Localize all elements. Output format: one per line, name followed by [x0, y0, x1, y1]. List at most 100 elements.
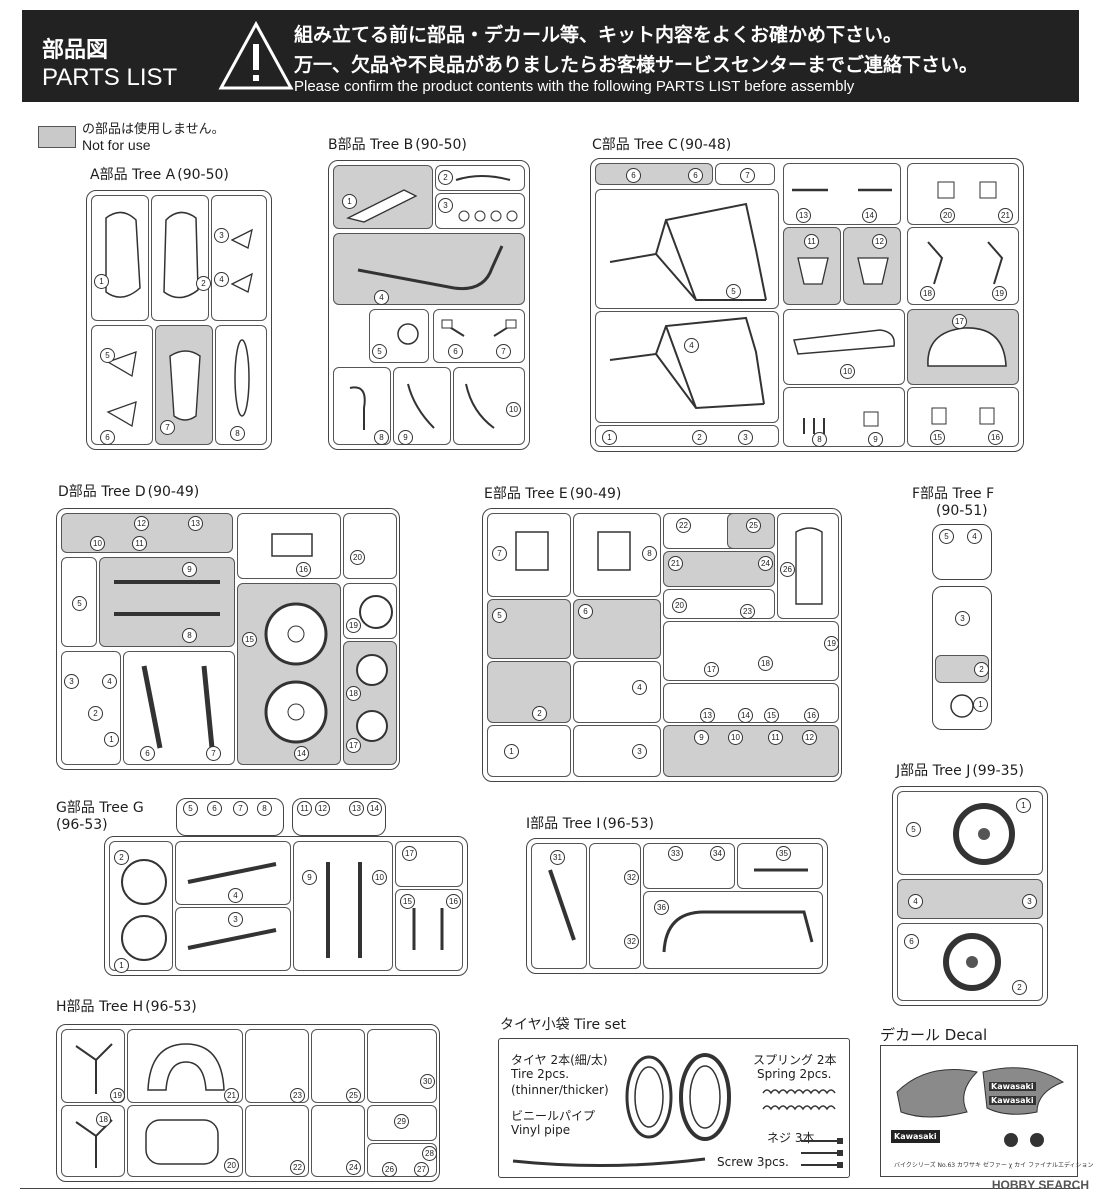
tree-h-cell: 22	[245, 1105, 309, 1177]
small-parts	[803, 411, 879, 434]
tree-d-cell: 16	[237, 513, 341, 579]
part-number: 3	[214, 228, 229, 243]
tire-label-en-2: (thinner/thicker)	[511, 1083, 609, 1097]
tree-d-cell-not-used: 10 11 12 13	[61, 513, 233, 553]
tree-b-cell: 5	[369, 309, 429, 363]
part-number: 6	[688, 168, 703, 183]
tree-e-cell-not-used: 25	[727, 513, 775, 549]
tree-h-cell: 25	[311, 1029, 365, 1103]
part-number: 2	[692, 430, 707, 445]
pipe-part	[407, 383, 435, 429]
part-number: 21	[668, 556, 683, 571]
tree-d-frame: 10 11 12 13 9 8 5 3 4 2 1 6 7 16 20 15 1…	[56, 508, 400, 770]
shock-part	[412, 908, 444, 950]
part-number: 1	[602, 430, 617, 445]
part-number: 2	[532, 706, 547, 721]
tree-j-cell: 6 2	[897, 923, 1043, 1001]
tree-a-cell-not-used: 7	[155, 325, 213, 445]
tree-h-cell: 24	[311, 1105, 365, 1177]
tree-e-cell-not-used: 2	[487, 661, 571, 723]
part-number: 14	[367, 801, 382, 816]
tree-g-cell: 4	[175, 841, 291, 905]
tree-f-frame: 5 4	[932, 524, 992, 580]
tree-e-cell: 8	[573, 513, 661, 597]
fender-part	[169, 350, 201, 421]
part-number: 29	[394, 1114, 409, 1129]
part-number: 5	[492, 608, 507, 623]
part-number: 7	[496, 344, 511, 359]
part-number: 16	[804, 708, 819, 723]
part-number: 11	[297, 801, 312, 816]
tree-f-cell-not-used: 2	[935, 655, 989, 683]
seat-part	[927, 327, 1007, 367]
tree-c-cell: 18 19	[907, 227, 1019, 305]
swing-arm-part	[187, 862, 277, 884]
bracket-part	[75, 1043, 113, 1094]
tree-g-cell: 17	[395, 841, 463, 887]
part-number: 4	[967, 529, 982, 544]
tree-a-cell: 2	[151, 195, 211, 321]
part-number: 1	[114, 958, 129, 973]
ring-part	[397, 323, 419, 345]
tree-e-cell: 26	[777, 513, 839, 619]
part-number: 23	[740, 604, 755, 619]
tree-d-cell-not-used: 15 14	[237, 583, 341, 765]
tree-b-cell: 2	[435, 165, 525, 191]
tree-e-cell-not-used: 5	[487, 599, 571, 659]
part-number: 12	[315, 801, 330, 816]
tree-i-cell: 36	[643, 891, 823, 969]
tree-b-cell-not-used: 1	[333, 165, 433, 229]
part-number: 33	[668, 846, 683, 861]
tree-e-cell: 7	[487, 513, 571, 597]
part-number: 17	[704, 662, 719, 677]
part-number: 2	[974, 662, 989, 677]
chain-cover-part	[793, 329, 895, 355]
tree-e-cell: 13 14 15 16	[663, 683, 839, 723]
part-number: 18	[346, 686, 361, 701]
tree-h-frame: 19 21 18 20 23 22 25 24 30 29 26 27 28	[56, 1024, 440, 1182]
vinyl-label-en: Vinyl pipe	[511, 1123, 571, 1137]
swing-arm-part	[187, 928, 277, 950]
part-number: 1	[342, 194, 357, 209]
part-number: 14	[862, 208, 877, 223]
part-number: 31	[550, 850, 565, 865]
part-number: 1	[504, 744, 519, 759]
lever-part	[792, 188, 892, 192]
part-number: 3	[1022, 894, 1037, 909]
tree-e-cell: 1	[487, 725, 571, 777]
part-number: 5	[183, 801, 198, 816]
tree-f-title: F部品 Tree F(90-51)	[912, 486, 995, 519]
radiator-part	[271, 533, 313, 557]
bracket-part	[797, 257, 829, 285]
spring-label-en: Spring 2pcs.	[757, 1067, 832, 1081]
frame-part	[609, 202, 767, 301]
part-number: 3	[438, 198, 453, 213]
part-number: 7	[740, 168, 755, 183]
part-number: 3	[228, 912, 243, 927]
part-number: 1	[1016, 798, 1031, 813]
tree-e-cell-not-used: 21 24	[663, 551, 775, 587]
part-number: 3	[64, 674, 79, 689]
side-cover-part	[230, 228, 253, 293]
tree-h-cell: 29	[367, 1105, 437, 1141]
part-number: 8	[812, 432, 827, 447]
tree-h-cell: 30	[367, 1029, 437, 1103]
tree-c-cell: 4	[595, 311, 779, 423]
part-number: 15	[764, 708, 779, 723]
box-part	[931, 407, 995, 425]
part-number: 3	[738, 430, 753, 445]
tire-part	[234, 339, 250, 417]
exclamation-triangle-icon	[218, 20, 294, 90]
part-number: 28	[422, 1146, 437, 1161]
part-number: 18	[758, 656, 773, 671]
part-number: 10	[506, 402, 521, 417]
wheel-part	[264, 602, 328, 744]
tire-set-title: タイヤ小袋 Tire set	[500, 1017, 626, 1033]
tree-j-cell-not-used: 4 3	[897, 879, 1043, 919]
part-number: 19	[992, 286, 1007, 301]
tire-label-ja: タイヤ 2本(細/太)	[511, 1053, 608, 1067]
part-number: 22	[290, 1160, 305, 1175]
tree-i-title: I部品 Tree I(96-53)	[526, 816, 654, 832]
bracket-part	[927, 241, 1004, 285]
notice-ja-2: 万一、欠品や不良品がありましたらお客様サービスセンターまでご連絡下さい。	[294, 54, 979, 76]
